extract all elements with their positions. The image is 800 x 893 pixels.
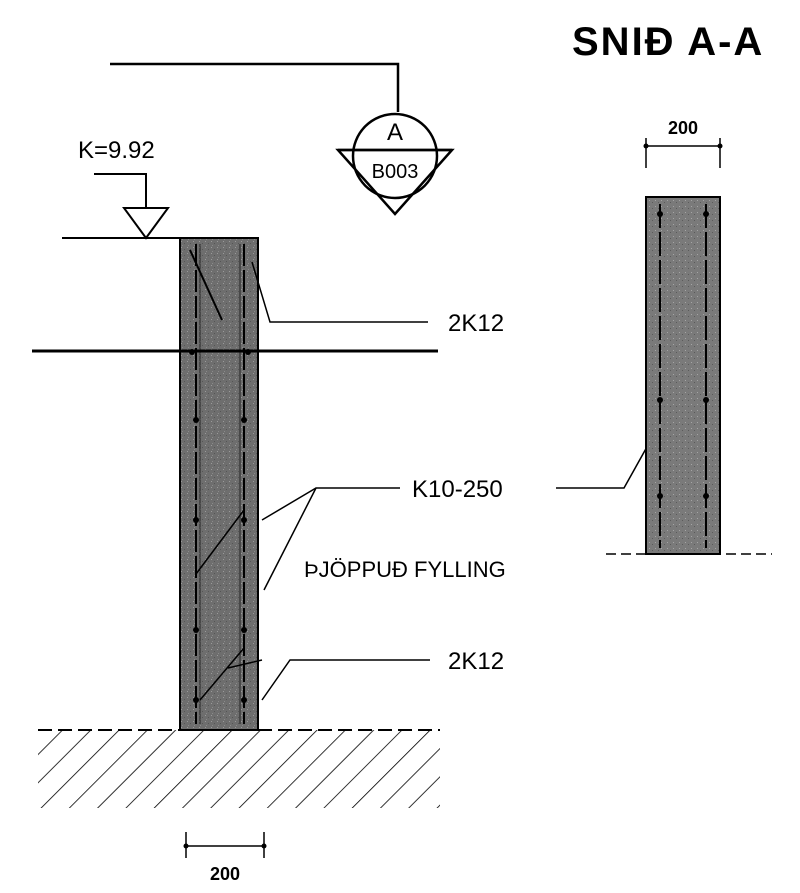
stirrups-label: K10-250 bbox=[412, 476, 503, 503]
section-a-a bbox=[606, 196, 772, 555]
bottom-bars-label: 2K12 bbox=[448, 648, 504, 675]
fill-label: ÞJÖPPUÐ FYLLING bbox=[304, 557, 506, 582]
drawing-title: SNIÐ A-A bbox=[572, 20, 764, 64]
level-mark-text: K=9.92 bbox=[78, 137, 155, 164]
dimension-wall-width: 200 bbox=[183, 832, 267, 884]
section-width-value: 200 bbox=[668, 118, 698, 138]
level-mark: K=9.92 bbox=[62, 137, 180, 240]
dimension-section-width: 200 bbox=[643, 118, 723, 168]
ground-hatch bbox=[38, 729, 440, 808]
section-letter: A bbox=[387, 119, 403, 146]
section-sheet-ref: B003 bbox=[372, 161, 419, 183]
top-bars-label: 2K12 bbox=[448, 310, 504, 337]
wall-elevation bbox=[179, 237, 259, 731]
rebar-callouts: 2K12 K10-250 2K12 bbox=[227, 261, 663, 701]
section-symbol: A B003 bbox=[110, 62, 455, 216]
wall-width-value: 200 bbox=[210, 864, 240, 884]
